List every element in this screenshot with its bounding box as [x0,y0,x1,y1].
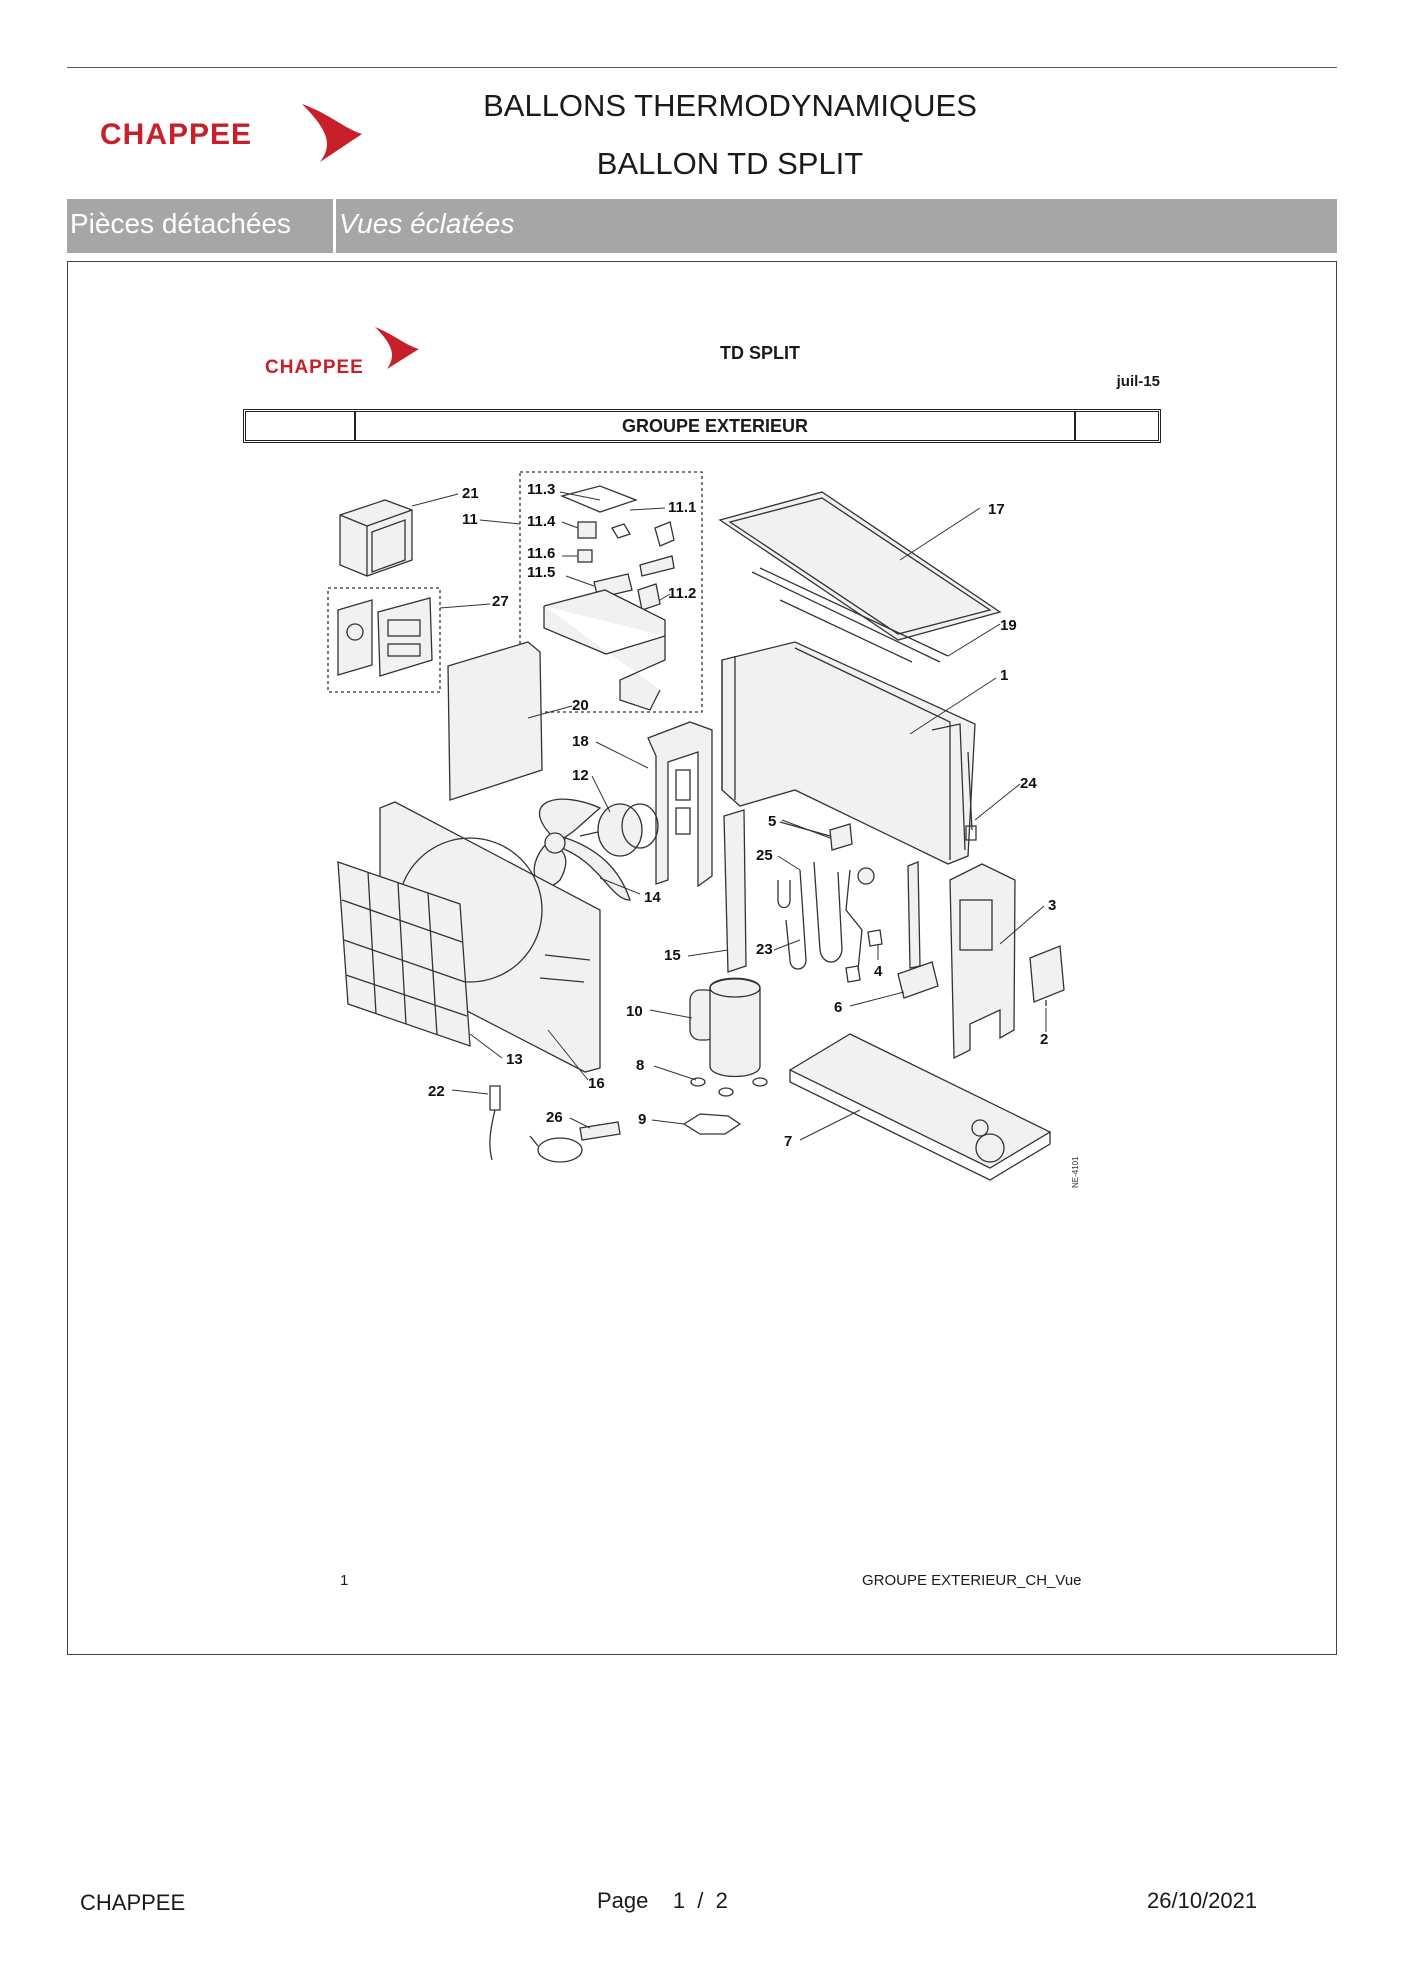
callout-9: 9 [638,1111,646,1128]
swoosh-icon [302,104,362,162]
part-18-motor-bracket [647,721,713,888]
callout-7: 7 [784,1133,792,1150]
callout-4: 4 [874,963,883,980]
sheet-frame [67,261,1337,1655]
callout-23: 23 [756,941,773,958]
part-pillar [907,861,921,969]
sheet-date: juil-15 [1116,373,1160,390]
part-10-compressor [689,977,761,1078]
bar-label-exploded-views: Vues éclatées [339,208,515,239]
page-title-line1: BALLONS THERMODYNAMIQUES [483,88,977,123]
part-27-control-panel [337,597,433,677]
callout-8: 8 [636,1057,644,1074]
section-cell-left [246,412,356,440]
sheet-page-number: 1 [340,1572,349,1589]
callout-20: 20 [572,697,589,714]
part-15-post [723,809,747,973]
part-9-clip [682,1113,742,1135]
part-3-side-panel [949,863,1016,1060]
footer-date: 26/10/2021 [1147,1888,1258,1913]
callout-11-1: 11.1 [668,499,696,516]
callout-26: 26 [546,1109,563,1126]
callout-3: 3 [1048,897,1056,914]
callout-11-4: 11.4 [527,513,556,530]
part-27-group-frame [327,587,441,693]
callout-11-6: 11.6 [527,545,555,562]
drawing-ref: NE-4101 [1071,1156,1080,1188]
part-7-base [788,1033,1052,1181]
bar-divider [333,199,336,253]
footer-brand: CHAPPEE [80,1890,186,1915]
part-14-fan-blade [533,798,631,901]
section-bar: Pièces détachées Vues éclatées [67,199,1337,253]
part-25-23-piping [777,861,875,971]
callout-1: 1 [1000,667,1008,684]
part-12-fan-motor [579,803,659,857]
part-17-top-panel [718,491,1002,641]
section-title: GROUPE EXTERIEUR [621,416,809,436]
part-20-side-panel [447,641,543,801]
brand-logo-text: CHAPPEE [100,118,253,151]
part-2-cover-plate [1029,945,1065,1006]
footer-page: Page 1 / 2 [597,1888,728,1913]
callout-5: 5 [768,813,776,830]
part-4-valves [845,929,883,983]
callout-24: 24 [1020,775,1037,792]
callout-15: 15 [664,947,681,964]
part-13-grille [337,861,471,1047]
callout-11-3: 11.3 [527,481,555,498]
sheet-swoosh-icon [375,327,419,369]
callout-16: 16 [588,1075,605,1092]
callout-10: 10 [626,1003,643,1020]
part-11-group-frame [519,471,703,713]
sheet-file-label: GROUPE EXTERIEUR_CH_Vue [862,1572,1082,1589]
part-8-grommets [690,1077,768,1097]
exploded-view-diagram: NE-4101 21 11 1 [327,471,1080,1188]
leader-lines [411,491,1047,1141]
callout-13: 13 [506,1051,523,1068]
callout-6: 6 [834,999,842,1016]
part-11-electrical-box [543,485,675,711]
callout-25: 25 [756,847,773,864]
callout-19: 19 [1000,617,1017,634]
part-5-valve [779,821,853,851]
part-6-valve-plate [897,961,939,999]
page-title-line2: BALLON TD SPLIT [596,146,864,181]
part-22-sensor [489,1085,501,1161]
callout-2: 2 [1040,1031,1048,1048]
bar-label-spare-parts: Pièces détachées [70,208,292,239]
callout-22: 22 [428,1083,445,1100]
part-19-strips [751,567,949,663]
callout-11-5: 11.5 [527,564,555,581]
sheet-logo-text: CHAPPEE [265,357,364,378]
part-21-cover [339,499,413,577]
callout-18: 18 [572,733,589,750]
section-header-box: GROUPE EXTERIEUR [243,409,1161,443]
callout-11: 11 [462,511,478,528]
section-cell-right [1074,412,1158,440]
callout-17: 17 [988,501,1005,518]
top-rule [67,67,1337,68]
callout-21: 21 [462,485,479,502]
callout-12: 12 [572,767,589,784]
callout-14: 14 [644,889,661,906]
part-1-condenser-coil [721,641,976,865]
callout-27: 27 [492,593,509,610]
callout-11-2: 11.2 [668,585,696,602]
part-26-heater [529,1121,621,1163]
sheet-title: TD SPLIT [720,343,800,363]
part-24-sensor [965,751,977,841]
